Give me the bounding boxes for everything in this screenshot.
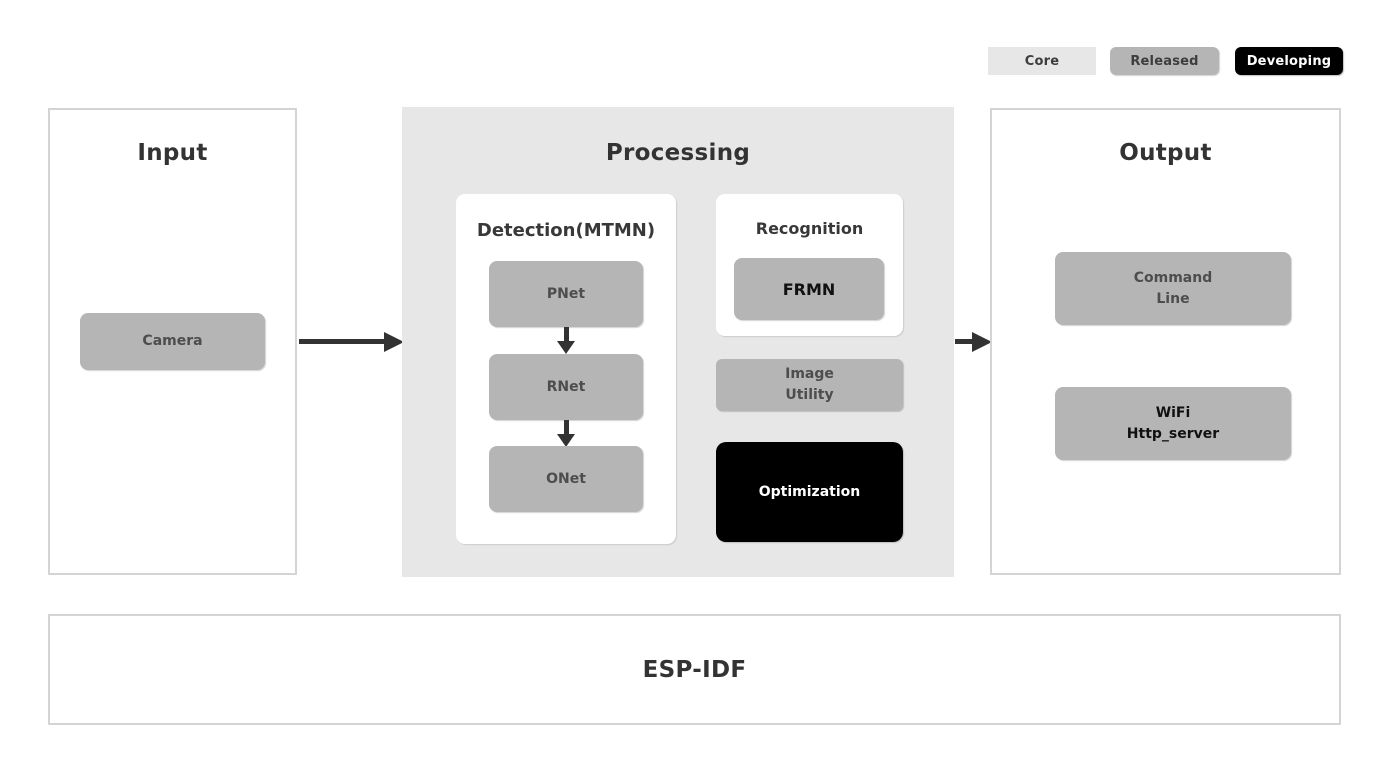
optimization-node: Optimization bbox=[716, 442, 903, 542]
camera-node: Camera bbox=[80, 313, 265, 370]
output-panel bbox=[990, 108, 1341, 575]
flow-arrow-input-to-processing-line bbox=[299, 339, 385, 344]
input-title: Input bbox=[137, 140, 208, 166]
optimization-node-label: Optimization bbox=[758, 483, 861, 500]
flow-arrow-processing-to-output-head-icon bbox=[972, 332, 992, 352]
legend-chip-released: Released bbox=[1110, 47, 1219, 75]
detection-group-title: Detection(MTMN) bbox=[476, 220, 656, 241]
legend-developing-label: Developing bbox=[1246, 53, 1332, 69]
processing-title: Processing bbox=[605, 140, 751, 166]
esp-idf-title: ESP-IDF bbox=[642, 656, 747, 683]
image-utility-node: Image Utility bbox=[716, 359, 903, 411]
recognition-group-title: Recognition bbox=[755, 219, 864, 238]
flow-arrow-input-to-processing-head-icon bbox=[384, 332, 404, 352]
legend-chip-developing: Developing bbox=[1235, 47, 1343, 75]
pnet-node-label: PNet bbox=[546, 285, 586, 302]
wifi-http-server-node-label: WiFi Http_server bbox=[1126, 404, 1220, 442]
camera-node-label: Camera bbox=[142, 333, 203, 349]
frmn-node-label: FRMN bbox=[782, 279, 836, 299]
rnet-node: RNet bbox=[489, 354, 643, 420]
image-utility-node-label: Image Utility bbox=[785, 366, 834, 403]
wifi-http-server-node: WiFi Http_server bbox=[1055, 387, 1291, 460]
command-line-node-label: Command Line bbox=[1133, 269, 1213, 307]
flow-arrow-pnet-to-rnet-head-icon bbox=[557, 341, 575, 354]
flow-arrow-processing-to-output-line bbox=[955, 339, 974, 344]
flow-arrow-rnet-to-onet-line bbox=[564, 420, 569, 434]
legend-core-label: Core bbox=[1024, 53, 1060, 69]
esp-idf-panel: ESP-IDF bbox=[48, 614, 1341, 725]
rnet-node-label: RNet bbox=[546, 378, 586, 395]
output-title: Output bbox=[1119, 140, 1212, 166]
command-line-node: Command Line bbox=[1055, 252, 1291, 325]
flow-arrow-pnet-to-rnet-line bbox=[564, 327, 569, 341]
frmn-node: FRMN bbox=[734, 258, 884, 320]
onet-node: ONet bbox=[489, 446, 643, 512]
legend-chip-core: Core bbox=[988, 47, 1096, 75]
pnet-node: PNet bbox=[489, 261, 643, 327]
legend-released-label: Released bbox=[1130, 53, 1199, 69]
flow-arrow-rnet-to-onet-head-icon bbox=[557, 434, 575, 447]
onet-node-label: ONet bbox=[546, 470, 586, 487]
